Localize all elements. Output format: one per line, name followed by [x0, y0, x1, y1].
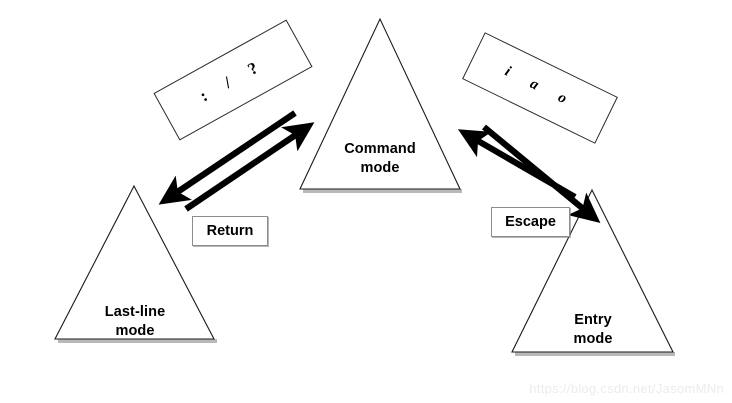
lastline-mode-label: Last-line mode — [55, 303, 215, 341]
lastline-mode-label-line2: mode — [115, 323, 155, 340]
arrow-command-to-lastline[interactable] — [158, 110, 297, 205]
entry-triangle-shadow — [515, 352, 675, 356]
lastline-triangle-shadow — [58, 339, 217, 343]
triangle-shadows — [58, 189, 675, 356]
command-mode-triangle[interactable] — [299, 17, 461, 190]
entry-mode-triangle[interactable] — [511, 188, 674, 353]
escape-action-label: Escape — [505, 214, 556, 230]
escape-action-box[interactable]: Escape — [491, 207, 570, 237]
lastline-mode-triangle[interactable] — [54, 184, 215, 340]
arrow-command-to-entry[interactable] — [482, 124, 601, 224]
entry-mode-label-line1: Entry — [574, 312, 612, 328]
return-action-label: Return — [206, 223, 254, 239]
command-triangle-shadow — [303, 189, 462, 193]
return-action-box[interactable]: Return — [192, 216, 268, 246]
arrow-lastline-to-command[interactable] — [184, 122, 315, 212]
entry-mode-label: Entry mode — [513, 311, 673, 349]
watermark-text: https://blog.csdn.net/JasomMNn — [529, 381, 724, 396]
command-mode-label-line2: mode — [360, 160, 400, 177]
lastline-mode-label-line1: Last-line — [104, 304, 166, 320]
entry-mode-label-line2: mode — [573, 331, 613, 348]
command-mode-label-line1: Command — [344, 141, 416, 157]
command-mode-label: Command mode — [300, 140, 460, 178]
